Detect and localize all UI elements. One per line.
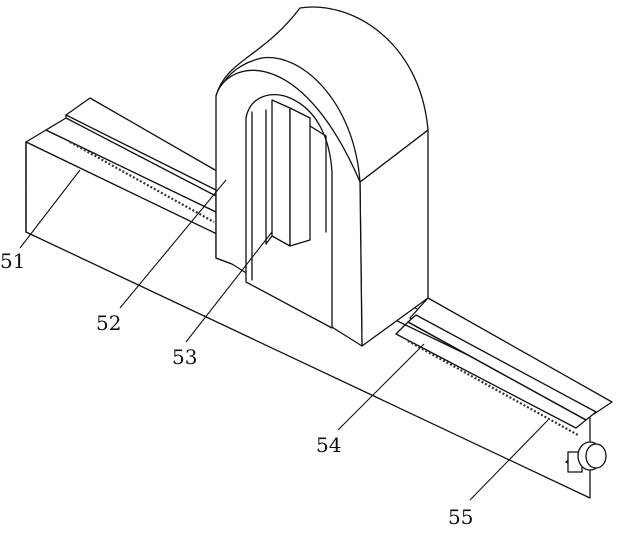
right-rack <box>407 340 579 436</box>
drive-knob <box>565 441 607 473</box>
slide-plate <box>271 99 291 247</box>
leader-55 <box>469 419 549 501</box>
leader-52 <box>119 179 227 309</box>
right-groove <box>395 314 597 436</box>
label-52: 52 <box>96 311 121 335</box>
leader-51 <box>19 169 81 249</box>
leader-53 <box>185 231 273 343</box>
label-51: 51 <box>0 249 25 273</box>
label-54: 54 <box>316 433 341 457</box>
leader-lines <box>19 169 549 501</box>
leader-54 <box>337 343 425 431</box>
arch-housing <box>215 6 429 347</box>
left-rack <box>69 141 215 223</box>
label-55: 55 <box>448 505 473 529</box>
label-53: 53 <box>172 345 197 369</box>
